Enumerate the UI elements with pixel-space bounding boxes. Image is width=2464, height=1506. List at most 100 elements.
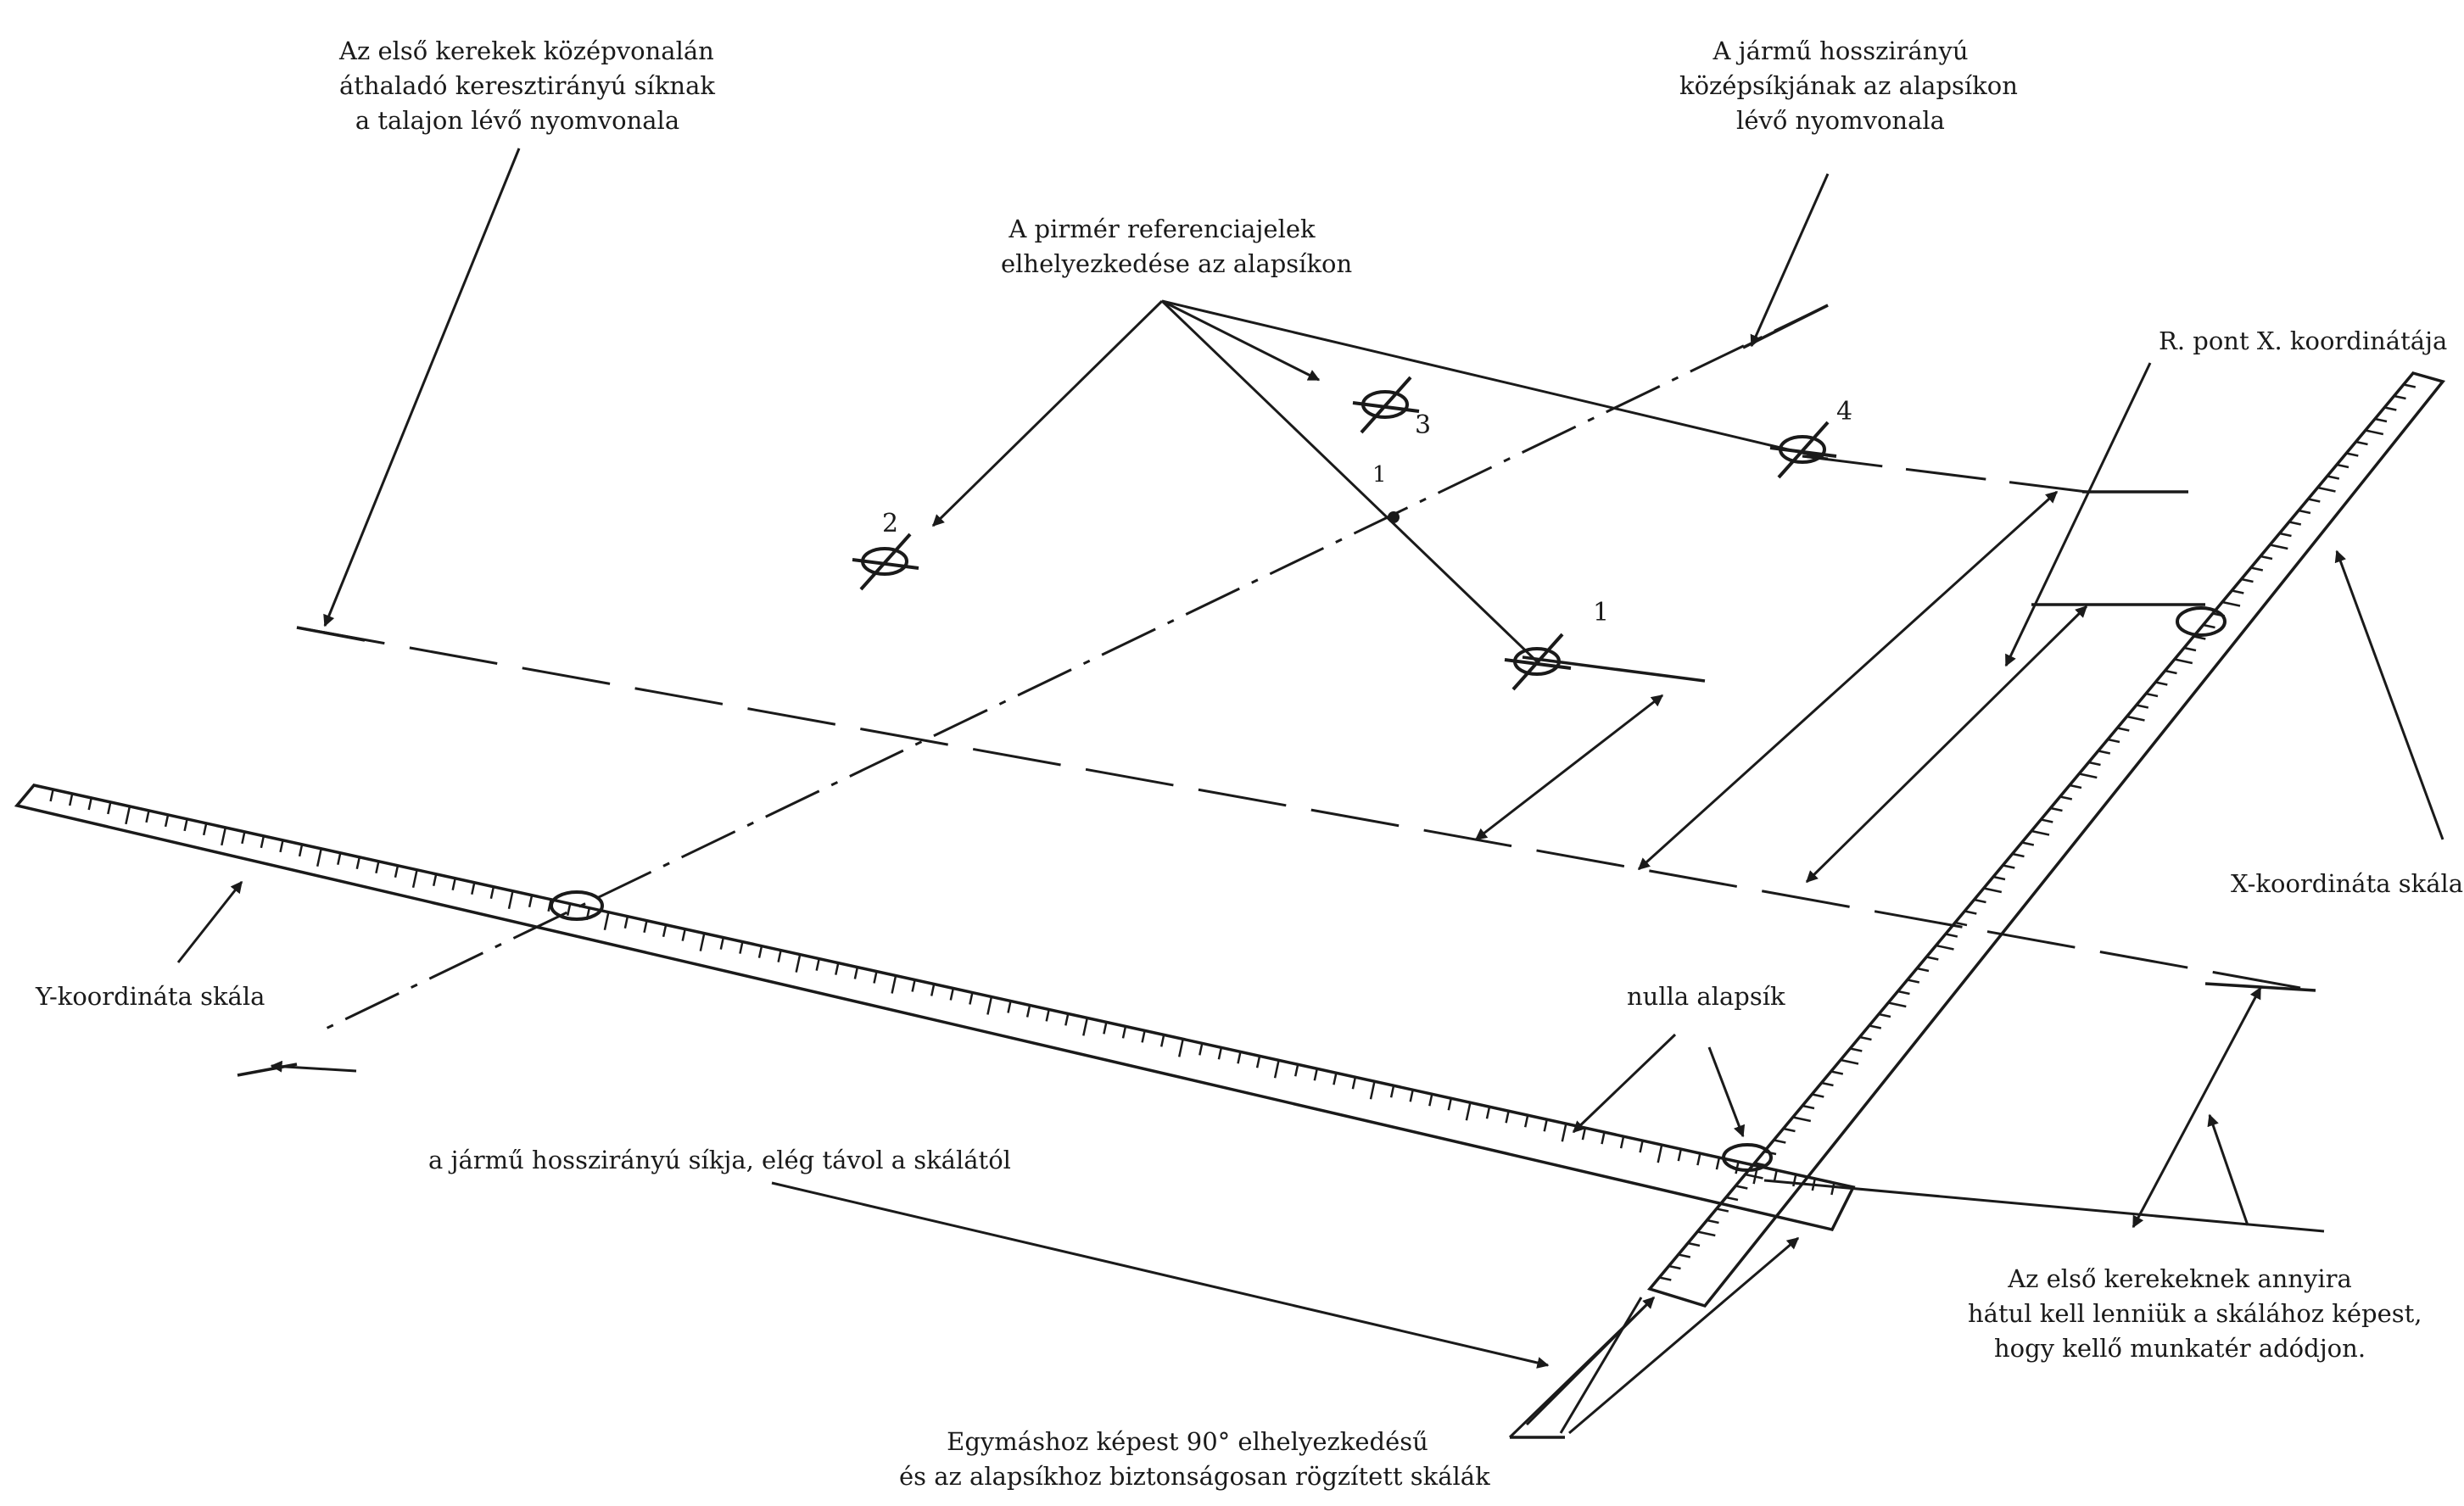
scale-tick: [853, 967, 859, 979]
scale-tick: [337, 852, 342, 866]
scale-tick: [1619, 1135, 1625, 1149]
scale-tick: [1926, 956, 1939, 961]
scale-tick: [1505, 1110, 1510, 1124]
scale-tick: [1888, 1001, 1907, 1008]
scale-tick: [183, 818, 188, 832]
scale-tick: [2165, 669, 2177, 675]
scale-tick: [1859, 1035, 1872, 1041]
scale-tick: [873, 971, 878, 984]
scale-tick: [221, 827, 227, 846]
scale-tick: [2355, 440, 2368, 446]
scale-tick: [2403, 383, 2417, 388]
scale-tick: [1678, 1253, 1691, 1258]
scale-tick: [2050, 806, 2063, 812]
marker-2-number: 2: [882, 509, 899, 538]
scale-tick: [2384, 406, 2397, 411]
scale-tick: [2126, 715, 2145, 722]
scale-tick: [2117, 727, 2130, 732]
scale-tick: [1485, 1106, 1491, 1119]
scale-tick: [1907, 979, 1920, 984]
scale-tick: [2298, 509, 2311, 515]
scale-tick: [202, 823, 208, 836]
scale-tick: [1745, 1173, 1763, 1180]
scale-tick: [1802, 1104, 1815, 1110]
scale-tick: [471, 882, 476, 895]
y-scale-ticks: [49, 789, 1835, 1196]
scale-tick: [1639, 1140, 1644, 1153]
scale-tick: [795, 954, 802, 973]
scale-tick: [2279, 532, 2292, 538]
front-wheels-label: Az első kerekeknek annyira hátul kell le…: [1968, 1264, 2422, 1363]
scale-tick: [1601, 1131, 1606, 1145]
scale-tick: [1878, 1012, 1891, 1018]
scale-tick: [2270, 544, 2288, 550]
scale-tick: [2088, 761, 2101, 767]
scale-tick: [566, 903, 572, 916]
scale-tick: [1045, 1009, 1050, 1022]
scale-tick: [1830, 1070, 1844, 1075]
scale-tick: [1273, 1060, 1280, 1079]
scale-tick: [279, 839, 284, 853]
scale-tick: [699, 933, 706, 951]
scale-tick: [1716, 1208, 1729, 1213]
scale-tick: [2136, 704, 2149, 709]
scale-tick: [2250, 566, 2264, 572]
scale-tick: [1293, 1064, 1299, 1077]
scale-tick: [1465, 1102, 1472, 1121]
scale-tick: [2241, 577, 2254, 583]
scale-tick: [1007, 1001, 1012, 1013]
scale-tick: [1581, 1127, 1587, 1141]
scale-tick: [1687, 1241, 1701, 1247]
scale-tick: [2203, 623, 2215, 629]
y-scale-bar: [14, 784, 1856, 1232]
scale-tick: [1255, 1056, 1261, 1068]
scale-tick: [2327, 475, 2340, 480]
scale-tick: [1783, 1127, 1796, 1133]
scale-tick: [298, 844, 304, 857]
scale-tick: [1657, 1144, 1663, 1163]
scale-tick: [1945, 933, 1958, 938]
primary-refs-label: A pirmér referenciajelek elhelyezkedése …: [1001, 215, 1353, 278]
scale-tick: [241, 831, 246, 845]
scale-tick: [507, 890, 514, 909]
scale-tick: [1850, 1047, 1863, 1052]
scale-tick: [1774, 1139, 1786, 1144]
marker-1-small-number: 1: [1372, 462, 1387, 488]
scale-tick: [1659, 1276, 1672, 1281]
scale-tick: [1409, 1089, 1414, 1102]
scale-tick: [1830, 1182, 1835, 1196]
scales-fixed-label: Egymáshoz képest 90° elhelyezkedésű és a…: [899, 1427, 1490, 1491]
front-axle-trace: [296, 626, 2325, 994]
scale-tick: [125, 806, 131, 825]
scale-tick: [411, 869, 418, 889]
scale-tick: [1064, 1013, 1070, 1026]
front-axle-label: Az első kerekek középvonalán áthaladó ke…: [339, 36, 715, 135]
scale-tick: [1677, 1148, 1683, 1162]
scale-tick: [1715, 1157, 1721, 1170]
scale-tick: [1954, 921, 1968, 927]
scale-tick: [68, 793, 74, 806]
scale-tick: [1668, 1264, 1681, 1270]
x-scale-ticks: [1659, 383, 2417, 1281]
scale-tick: [1812, 1093, 1824, 1098]
scale-tick: [1082, 1018, 1089, 1036]
scale-tick: [835, 962, 840, 975]
scale-tick: [949, 988, 955, 1001]
scale-tick: [1198, 1043, 1204, 1056]
scale-tick: [49, 789, 54, 802]
scale-tick: [1792, 1174, 1797, 1187]
scale-tick: [1725, 1196, 1739, 1202]
scale-tick: [1869, 1024, 1882, 1029]
scale-tick: [930, 984, 936, 996]
scale-tick: [662, 924, 668, 937]
scale-tick: [911, 979, 916, 992]
scale-tick: [2394, 394, 2406, 400]
scale-tick: [2155, 681, 2168, 686]
scale-tick: [107, 801, 112, 815]
scale-tick: [2021, 841, 2035, 846]
scale-tick: [1707, 1219, 1719, 1224]
scale-tick: [603, 912, 610, 930]
scale-tick: [375, 861, 380, 874]
scale-tick: [316, 848, 322, 867]
